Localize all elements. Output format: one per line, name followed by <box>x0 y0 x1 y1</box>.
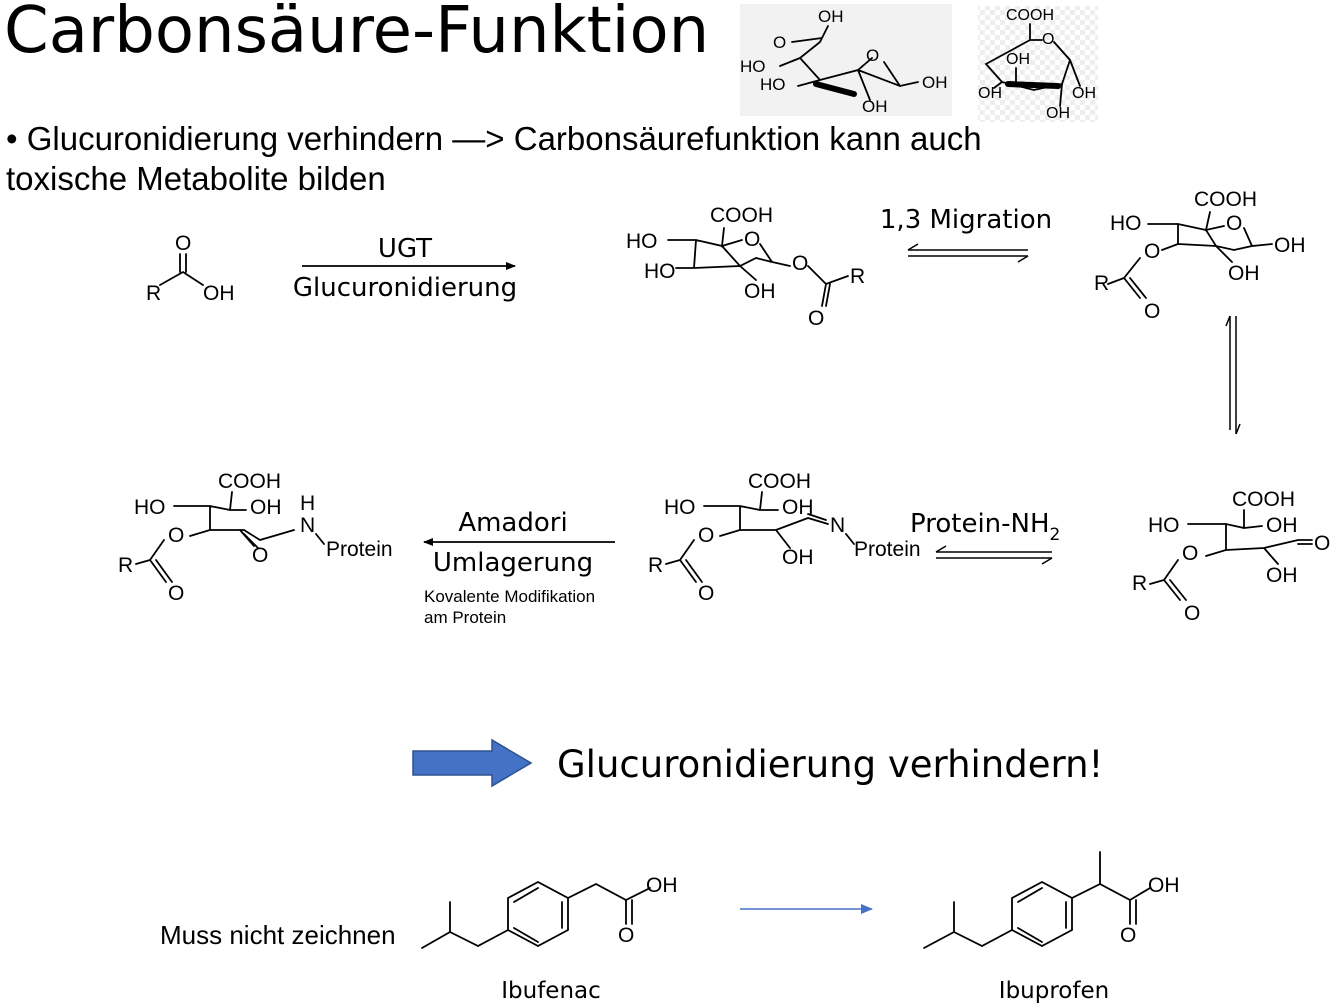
svg-text:OH: OH <box>782 546 814 569</box>
draw-note: Muss nicht zeichnen <box>160 920 396 950</box>
svg-text:O: O <box>698 524 714 547</box>
svg-text:O: O <box>1120 924 1136 947</box>
svg-text:O: O <box>1144 300 1160 323</box>
ugt-reaction-arrow: UGT Glucuronidierung <box>293 234 517 303</box>
bullet-line-2: toxische Metabolite bilden <box>6 160 386 197</box>
svg-text:OH: OH <box>744 280 776 303</box>
svg-text:OH: OH <box>1274 234 1306 257</box>
conclusion-text: Glucuronidierung verhindern! <box>557 743 1103 786</box>
ibuprofen-label: Ibuprofen <box>999 978 1109 1003</box>
glucuronic-acid-chair-image: OH O O HO HO OH OH <box>740 4 952 116</box>
svg-text:R: R <box>1132 572 1147 595</box>
open-chain-aldehyde-structure: COOH HO OH O O OH R O <box>1132 488 1330 625</box>
svg-text:O: O <box>792 252 808 275</box>
svg-text:OH: OH <box>1072 85 1096 102</box>
svg-text:Protein: Protein <box>854 538 921 561</box>
svg-text:O: O <box>1226 212 1242 235</box>
svg-text:R: R <box>118 554 133 577</box>
svg-text:OH: OH <box>250 496 282 519</box>
svg-text:OH: OH <box>862 97 888 116</box>
svg-text:OH: OH <box>782 496 814 519</box>
protein-nh2-equilibrium-arrow: Protein-NH2 <box>910 509 1060 565</box>
svg-text:Umlagerung: Umlagerung <box>433 548 593 578</box>
svg-text:R: R <box>850 265 865 288</box>
svg-text:Protein-NH2: Protein-NH2 <box>910 509 1060 545</box>
ibuprofen-structure: OH O Ibuprofen <box>923 851 1180 1003</box>
svg-text:O: O <box>618 924 634 947</box>
svg-text:O: O <box>1042 31 1054 48</box>
vertical-equilibrium-arrow <box>1225 315 1241 435</box>
svg-text:OH: OH <box>978 85 1002 102</box>
svg-text:O: O <box>1314 532 1330 555</box>
svg-text:R: R <box>648 554 663 577</box>
acyl-glucuronide-structure: COOH O HO HO OH O R O <box>626 204 865 330</box>
svg-text:O: O <box>773 33 786 52</box>
svg-text:HO: HO <box>1148 514 1180 537</box>
svg-text:OH: OH <box>646 874 678 897</box>
imine-structure: COOH HO OH O N OH Protein R O <box>648 470 921 605</box>
svg-text:COOH: COOH <box>710 204 773 227</box>
ibufenac-structure: OH O Ibufenac <box>421 874 678 1003</box>
svg-text:OH: OH <box>203 282 235 305</box>
svg-text:OH: OH <box>1266 514 1298 537</box>
svg-text:R: R <box>1094 272 1109 295</box>
glucuronic-acid-haworth-image: COOH O OH OH OH OH <box>978 6 1098 122</box>
svg-text:COOH: COOH <box>218 470 281 493</box>
svg-text:O: O <box>1184 602 1200 625</box>
svg-text:OH: OH <box>1228 262 1260 285</box>
svg-text:HO: HO <box>760 75 786 94</box>
svg-text:HO: HO <box>740 57 766 76</box>
ibufenac-label: Ibufenac <box>501 978 601 1003</box>
svg-text:HO: HO <box>134 496 166 519</box>
bullet-line-1: • Glucuronidierung verhindern —> Carbons… <box>6 120 982 157</box>
svg-text:HO: HO <box>1110 212 1142 235</box>
migrated-acyl-glucuronide-structure: COOH O HO OH O OH R O <box>1094 188 1306 323</box>
svg-text:O: O <box>168 582 184 605</box>
svg-text:H: H <box>300 492 315 515</box>
svg-text:N: N <box>830 514 845 537</box>
svg-text:OH: OH <box>1006 51 1030 68</box>
migration-equilibrium-arrow: 1,3 Migration <box>880 205 1052 263</box>
svg-text:COOH: COOH <box>748 470 811 493</box>
svg-text:HO: HO <box>664 496 696 519</box>
conclusion-arrow <box>412 738 533 788</box>
svg-text:OH: OH <box>1148 874 1180 897</box>
svg-text:O: O <box>698 582 714 605</box>
svg-text:COOH: COOH <box>1006 7 1054 24</box>
amadori-product-structure: COOH HO OH H N O O Protein R O <box>118 470 393 605</box>
svg-text:O: O <box>808 307 824 330</box>
svg-text:OH: OH <box>922 73 948 92</box>
amadori-rearrangement-arrow: Amadori Umlagerung Kovalente Modifikatio… <box>423 508 615 627</box>
svg-text:HO: HO <box>644 260 676 283</box>
svg-text:Amadori: Amadori <box>458 508 567 538</box>
svg-text:1,3 Migration: 1,3 Migration <box>880 205 1052 235</box>
svg-text:OH: OH <box>818 7 844 26</box>
covalent-note-line-1: Kovalente Modifikation <box>424 587 595 606</box>
svg-text:O: O <box>1182 542 1198 565</box>
svg-text:HO: HO <box>626 230 658 253</box>
svg-text:O: O <box>744 228 760 251</box>
svg-text:UGT: UGT <box>378 234 432 264</box>
carboxylic-acid-structure: O R OH <box>146 232 235 305</box>
svg-text:Protein: Protein <box>326 538 393 561</box>
svg-text:O: O <box>1144 240 1160 263</box>
svg-text:COOH: COOH <box>1232 488 1295 511</box>
svg-text:OH: OH <box>1266 564 1298 587</box>
covalent-note-line-2: am Protein <box>424 608 506 627</box>
svg-text:COOH: COOH <box>1194 188 1257 211</box>
slide-title: Carbonsäure-Funktion <box>4 0 709 68</box>
svg-text:O: O <box>168 524 184 547</box>
svg-text:O: O <box>252 544 268 567</box>
svg-text:OH: OH <box>1046 105 1070 122</box>
svg-text:N: N <box>300 514 315 537</box>
svg-text:O: O <box>175 232 191 255</box>
svg-text:Glucuronidierung: Glucuronidierung <box>293 273 517 303</box>
svg-text:R: R <box>146 282 161 305</box>
